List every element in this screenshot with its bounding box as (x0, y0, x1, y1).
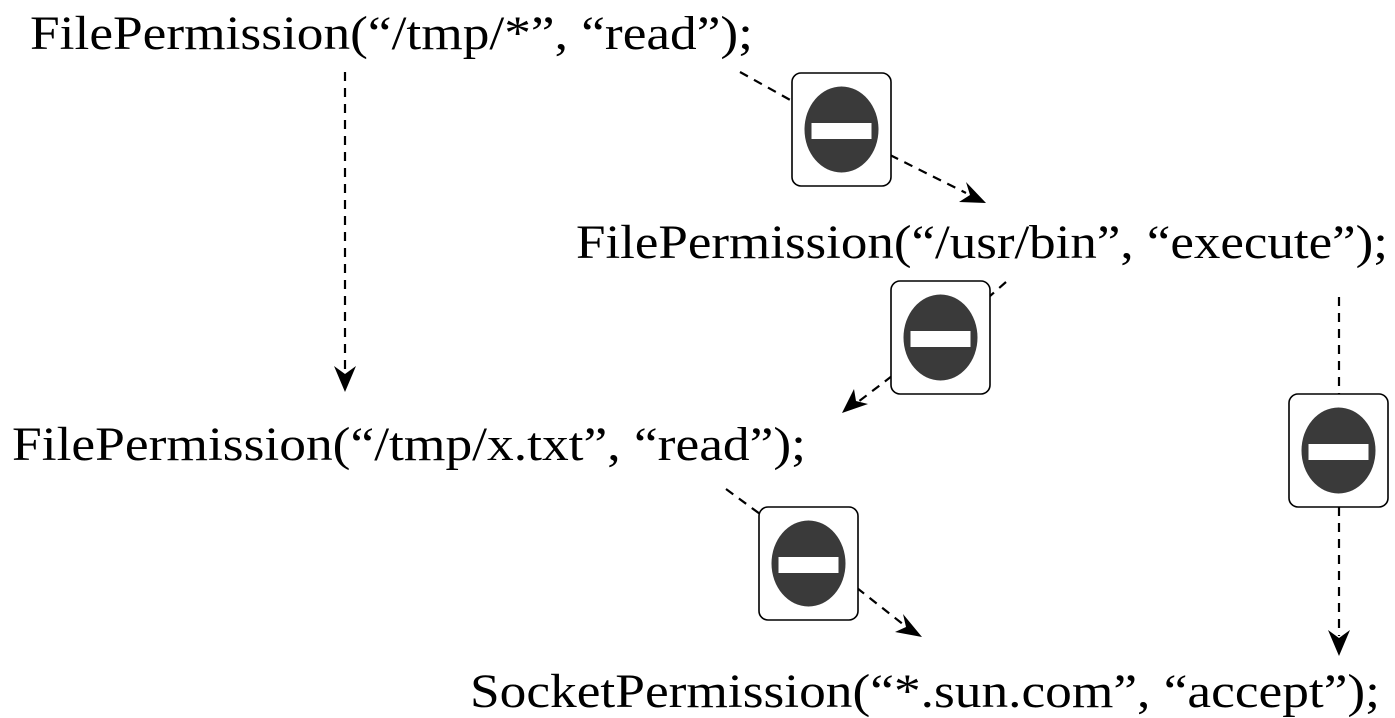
arrowhead (895, 614, 922, 637)
no-entry-icon (890, 280, 991, 395)
no-entry-icon (1288, 393, 1389, 508)
edge-usr-bin-to-socket (1328, 297, 1350, 656)
no-entry-icon (758, 506, 859, 621)
arrowhead (1328, 630, 1350, 656)
permission-tmp-x-txt-read: FilePermission(“/tmp/x.txt”, “read”); (12, 418, 806, 471)
edge-tmp-all-to-tmp-x-txt (334, 72, 356, 392)
permission-socket-accept: SocketPermission(“*.sun.com”, “accept”); (470, 665, 1380, 718)
edge-tmp-all-to-usr-bin (739, 71, 986, 203)
edge-usr-bin-to-tmp-x-txt (842, 281, 1007, 413)
no-entry-icon (791, 72, 892, 187)
edge-tmp-x-txt-to-socket (725, 488, 922, 637)
permission-tmp-all-read: FilePermission(“/tmp/*”, “read”); (30, 7, 753, 60)
arrowhead (959, 182, 986, 203)
arrowhead (334, 366, 356, 392)
permission-usr-bin-execute: FilePermission(“/usr/bin”, “execute”); (576, 216, 1388, 269)
arrowhead (842, 389, 868, 413)
